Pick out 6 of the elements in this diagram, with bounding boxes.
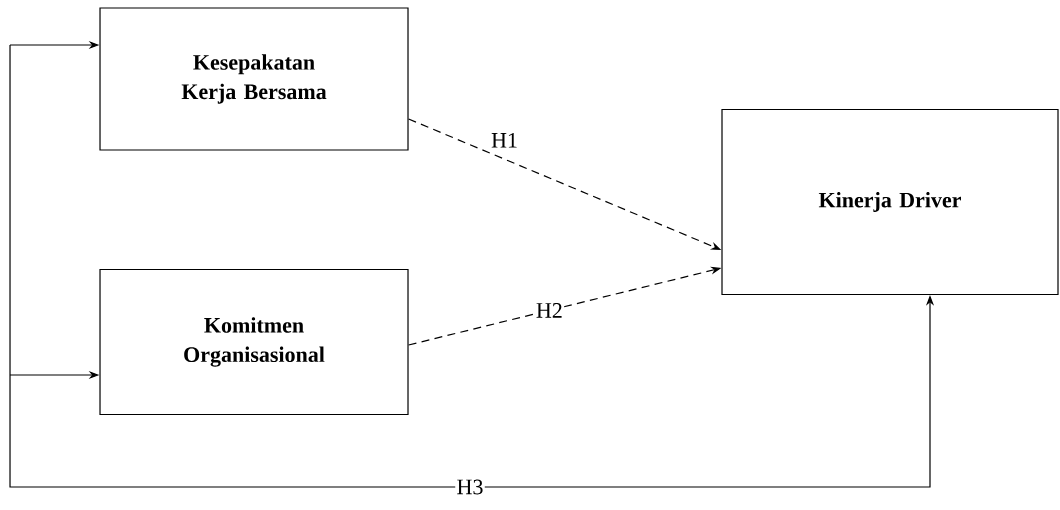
concept-box: Kinerja Driver [721, 108, 1059, 296]
concept-box: Komitmen Organisasional [99, 268, 409, 416]
edge-label: H2 [534, 301, 565, 319]
edge-label: H1 [491, 132, 517, 148]
concept-box: Kesepakatan Kerja Bersama [99, 7, 409, 151]
edge-label: H3 [455, 478, 485, 496]
